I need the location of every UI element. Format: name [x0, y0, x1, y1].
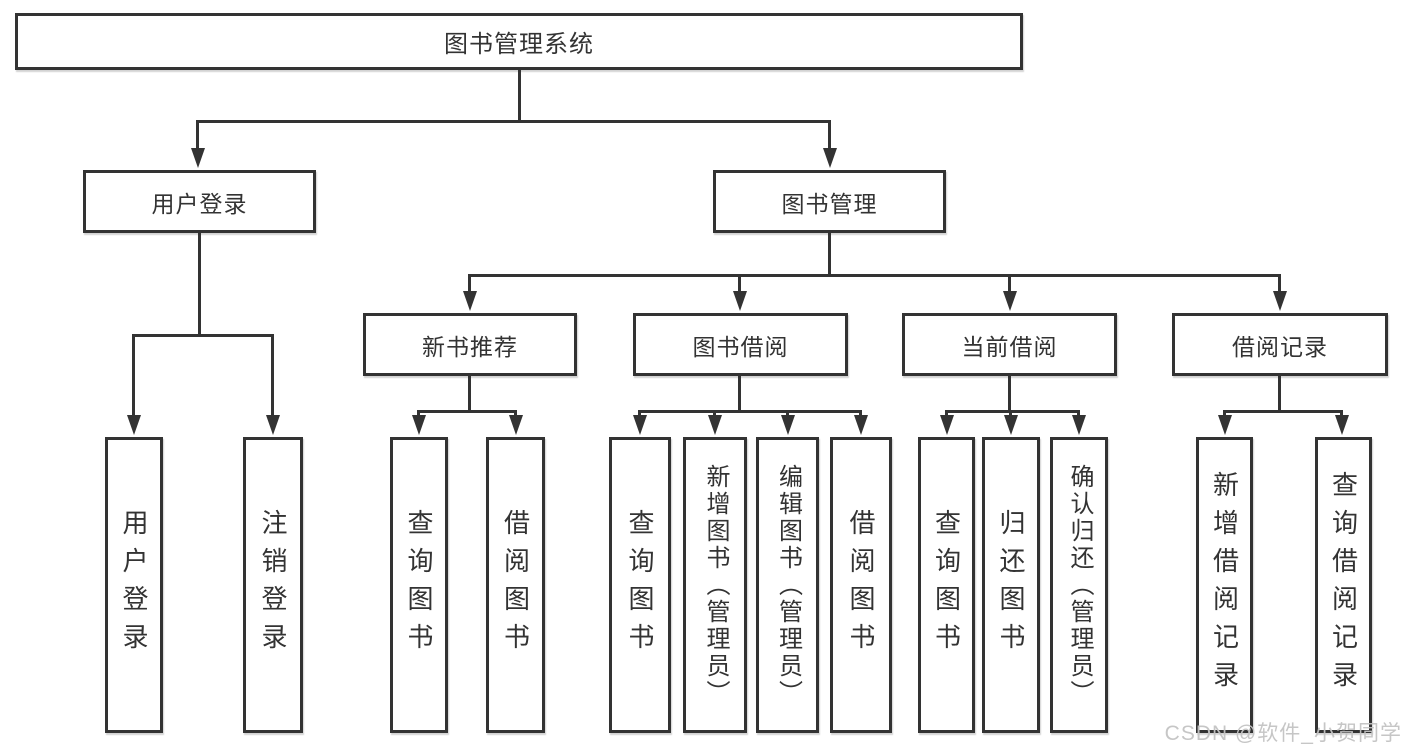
leaf-confirm-return-admin-label: 确认归还（管理员）: [1066, 463, 1093, 707]
leaf-query-books-borrow-label: 查询图书: [625, 509, 655, 661]
leaf-query-books-recommend-label: 查询图书: [404, 509, 434, 661]
arrow-down-query-borrow-record: [1335, 415, 1349, 435]
connector-group2-horizontal: [417, 410, 517, 413]
node-book-borrowing: 图书借阅: [633, 313, 848, 376]
leaf-return-books-label: 归还图书: [996, 509, 1026, 661]
node-root-label: 图书管理系统: [444, 31, 594, 58]
connector-new-book-recommend-trunk: [468, 376, 471, 413]
csdn-watermark: CSDN @软件_小贺同学: [1164, 722, 1402, 745]
arrow-down-book-borrowing: [733, 291, 747, 311]
connector-level3-horizontal: [468, 274, 1281, 277]
connector-group4-horizontal: [945, 410, 1080, 413]
connector-drop-borrow-books-borrow: [859, 410, 862, 418]
node-book-management-label: 图书管理: [781, 190, 878, 217]
connector-group5-horizontal: [1223, 410, 1343, 413]
connector-borrowing-records-trunk: [1278, 376, 1281, 413]
connector-root-trunk: [518, 70, 521, 123]
arrow-down-add-books-admin: [708, 415, 722, 435]
node-borrowing-records: 借阅记录: [1172, 313, 1388, 376]
connector-drop-query-books-recommend: [417, 410, 420, 418]
node-current-borrowing-label: 当前借阅: [961, 333, 1058, 360]
connector-drop-book-management: [828, 120, 831, 150]
leaf-query-books-current: 查询图书: [918, 437, 975, 733]
leaf-borrow-books-borrow-label: 借阅图书: [846, 509, 876, 661]
connector-drop-query-books-current: [945, 410, 948, 418]
leaf-logout-login: 注销登录: [243, 437, 303, 733]
leaf-add-borrow-record-label: 新增借阅记录: [1209, 471, 1240, 699]
arrow-down-borrow-books-recommend: [509, 415, 523, 435]
arrow-down-add-borrow-record: [1218, 415, 1232, 435]
leaf-query-books-recommend: 查询图书: [390, 437, 448, 733]
arrow-down-query-books-recommend: [412, 415, 426, 435]
leaf-query-borrow-record: 查询借阅记录: [1315, 437, 1372, 733]
arrow-down-new-book-recommend: [463, 291, 477, 311]
connector-group1-horizontal: [132, 334, 274, 337]
connector-drop-return-books: [1009, 410, 1012, 418]
node-current-borrowing: 当前借阅: [902, 313, 1117, 376]
leaf-edit-books-admin: 编辑图书（管理员）: [756, 437, 819, 733]
connector-drop-book-borrowing: [738, 274, 741, 294]
arrow-down-query-books-current: [940, 415, 954, 435]
leaf-query-books-borrow: 查询图书: [609, 437, 671, 733]
leaf-query-books-current-label: 查询图书: [931, 509, 962, 661]
connector-user-login-trunk: [198, 233, 201, 337]
connector-current-borrowing-trunk: [1008, 376, 1011, 413]
arrow-down-edit-books-admin: [781, 415, 795, 435]
arrow-down-confirm-return: [1072, 415, 1086, 435]
connector-group3-horizontal: [638, 410, 862, 413]
leaf-borrow-books-recommend-label: 借阅图书: [500, 509, 531, 661]
connector-drop-user-login: [196, 120, 199, 150]
connector-drop-add-books-admin: [713, 410, 716, 418]
connector-drop-current-borrowing: [1008, 274, 1011, 294]
leaf-add-books-admin: 新增图书（管理员）: [683, 437, 747, 733]
connector-drop-borrowing-records: [1278, 274, 1281, 294]
arrow-down-leaf-user-login: [127, 415, 141, 435]
node-user-login-label: 用户登录: [151, 190, 248, 217]
leaf-borrow-books-recommend: 借阅图书: [486, 437, 545, 733]
leaf-confirm-return-admin: 确认归还（管理员）: [1050, 437, 1108, 733]
connector-book-management-trunk: [828, 233, 831, 277]
arrow-down-return-books: [1004, 415, 1018, 435]
connector-drop-leaf-user-login: [132, 334, 135, 416]
arrow-down-book-management: [823, 148, 837, 168]
connector-drop-new-book-recommend: [468, 274, 471, 294]
connector-drop-borrow-books-recommend: [514, 410, 517, 418]
arrow-down-user-login: [191, 148, 205, 168]
connector-level2-horizontal: [196, 120, 831, 123]
node-borrowing-records-label: 借阅记录: [1232, 333, 1328, 360]
leaf-add-borrow-record: 新增借阅记录: [1196, 437, 1253, 733]
leaf-query-borrow-record-label: 查询借阅记录: [1328, 471, 1359, 699]
arrow-down-query-books-borrow: [633, 415, 647, 435]
leaf-user-login-label: 用户登录: [119, 509, 149, 661]
leaf-user-login: 用户登录: [105, 437, 163, 733]
leaf-return-books: 归还图书: [982, 437, 1040, 733]
arrow-down-borrowing-records: [1273, 291, 1287, 311]
connector-drop-add-borrow-record: [1223, 410, 1226, 418]
leaf-add-books-admin-label: 新增图书（管理员）: [702, 463, 729, 707]
leaf-logout-login-label: 注销登录: [258, 509, 288, 661]
connector-drop-query-borrow-record: [1340, 410, 1343, 418]
leaf-borrow-books-borrow: 借阅图书: [830, 437, 892, 733]
connector-drop-leaf-logout: [271, 334, 274, 416]
node-new-book-recommend: 新书推荐: [363, 313, 577, 376]
node-book-management: 图书管理: [713, 170, 946, 233]
arrow-down-borrow-books-borrow: [854, 415, 868, 435]
node-user-login: 用户登录: [83, 170, 316, 233]
arrow-down-leaf-logout: [266, 415, 280, 435]
arrow-down-current-borrowing: [1003, 291, 1017, 311]
node-new-book-recommend-label: 新书推荐: [422, 333, 518, 360]
leaf-edit-books-admin-label: 编辑图书（管理员）: [774, 463, 802, 707]
connector-drop-confirm-return: [1077, 410, 1080, 418]
node-book-borrowing-label: 图书借阅: [692, 333, 789, 360]
connector-drop-query-books-borrow: [638, 410, 641, 418]
node-root: 图书管理系统: [15, 13, 1023, 70]
connector-drop-edit-books-admin: [786, 410, 789, 418]
connector-book-borrowing-trunk: [738, 376, 741, 413]
